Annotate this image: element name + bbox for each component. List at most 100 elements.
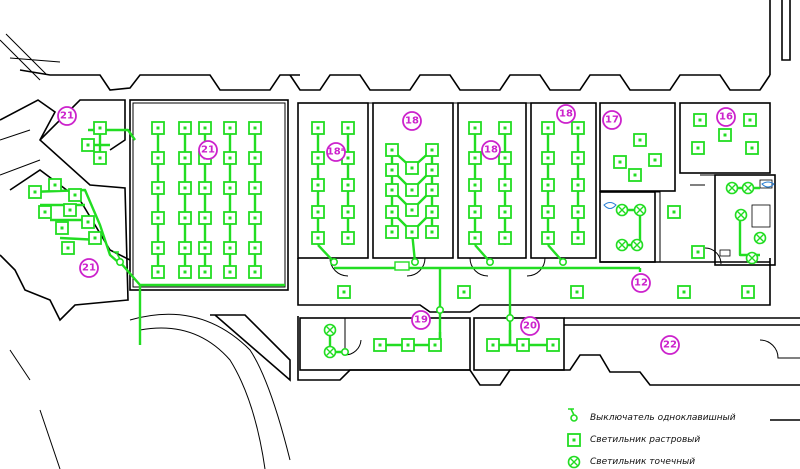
grid-lamp-symbol [311, 151, 325, 165]
spot-lamp-symbol [630, 238, 644, 252]
grid-lamp-symbol [405, 203, 419, 217]
grid-lamp-symbol [93, 121, 107, 135]
grid-lamp-symbol [546, 338, 560, 352]
legend-spot-lamp-item: Светильник точечный [567, 455, 695, 469]
spot-lamps [323, 181, 767, 359]
grid-lamp-symbol [311, 178, 325, 192]
grid-lamp-symbol [741, 285, 755, 299]
grid-lamp-symbol [385, 183, 399, 197]
grid-lamp-symbol [151, 151, 165, 165]
grid-lamp-symbol [341, 205, 355, 219]
grid-lamp-symbol [498, 178, 512, 192]
grid-lamp-symbol [541, 121, 555, 135]
room-tag-18: 18 [402, 111, 422, 131]
grid-lamp-symbol [633, 133, 647, 147]
grid-lamp-symbol [468, 178, 482, 192]
grid-lamp-symbol [498, 151, 512, 165]
grid-lamp-symbol [693, 113, 707, 127]
grid-lamp-symbol [28, 185, 42, 199]
grid-lamp-symbol [248, 241, 262, 255]
grid-lamp-symbol [401, 338, 415, 352]
plumbing-fixtures [603, 179, 775, 257]
room-tag-18a: 18ᵃ [326, 142, 346, 162]
room-tag-21: 21 [198, 140, 218, 160]
grid-lamp-symbol [311, 121, 325, 135]
grid-lamp-symbol [405, 183, 419, 197]
grid-lamp-symbol [498, 205, 512, 219]
grid-lamp-symbol [223, 241, 237, 255]
switch-symbol [558, 257, 567, 266]
grid-lamp-symbol [667, 205, 681, 219]
grid-lamp-symbol [38, 205, 52, 219]
room-tag-12: 12 [631, 273, 651, 293]
grid-lamp-symbol [48, 178, 62, 192]
grid-lamp-symbol [428, 338, 442, 352]
grid-lamp-symbol [541, 231, 555, 245]
room-tag-label: 19 [414, 315, 428, 326]
grid-lamp-symbol [341, 178, 355, 192]
grid-lamp-symbol [385, 225, 399, 239]
grid-lamp-symbol [198, 181, 212, 195]
grid-lamp-symbol [571, 205, 585, 219]
grid-lamp-symbol [571, 151, 585, 165]
grid-lamp-symbol [571, 121, 585, 135]
switch-symbol [505, 313, 514, 322]
grid-lamp-symbol [677, 285, 691, 299]
grid-lamp-symbol [341, 231, 355, 245]
room-tag-label: 16 [719, 112, 733, 123]
room-tag-label: 21 [82, 263, 96, 274]
legend: Выключатель одноклавишный Светильник рас… [567, 408, 736, 469]
grid-lamp-symbol [178, 151, 192, 165]
room-tag-16: 16 [716, 107, 736, 127]
spot-lamp-symbol [323, 323, 337, 337]
grid-lamp-symbol [425, 163, 439, 177]
spot-lamp-symbol [741, 181, 755, 195]
grid-lamp-symbol [178, 265, 192, 279]
grid-lamps [28, 113, 759, 352]
grid-lamp-symbol [198, 241, 212, 255]
grid-lamp-symbol [425, 225, 439, 239]
grid-lamp-symbol [498, 231, 512, 245]
grid-lamp-symbol [223, 211, 237, 225]
switch-symbol [113, 251, 125, 266]
grid-lamp-symbol [425, 183, 439, 197]
grid-lamp-symbol [198, 121, 212, 135]
switch-symbol [485, 257, 494, 266]
room-tag-label: 21 [201, 145, 215, 156]
grid-lamp-symbol [248, 211, 262, 225]
room-tags: 21 21 21 18ᵃ 18 18 18 17 [57, 104, 736, 355]
room-tag-18: 18 [481, 140, 501, 160]
room-tag-label: 17 [605, 115, 619, 126]
room-tag-17: 17 [602, 110, 622, 130]
spot-lamp-symbol [753, 231, 767, 245]
grid-lamp-symbol [55, 221, 69, 235]
switch-symbol [340, 347, 349, 356]
room-tag-label: 12 [634, 278, 648, 289]
grid-lamp-symbol [468, 121, 482, 135]
grid-lamp-symbol [541, 151, 555, 165]
grid-lamp-symbol [385, 163, 399, 177]
legend-grid-lamp-label: Светильник растровый [590, 435, 700, 445]
grid-lamp-symbol [88, 231, 102, 245]
grid-lamp-symbol [718, 128, 732, 142]
switches [113, 251, 567, 356]
grid-lamp-symbol [486, 338, 500, 352]
grid-lamp-symbol [468, 231, 482, 245]
grid-lamp-symbol [425, 205, 439, 219]
room-tag-label: 20 [523, 321, 537, 332]
room-tag-label: 18ᵃ [327, 147, 346, 158]
grid-lamp-symbol [151, 265, 165, 279]
grid-lamp-symbol [691, 245, 705, 259]
grid-lamp-symbol [425, 143, 439, 157]
grid-lamp-symbol [81, 215, 95, 229]
grid-lamp-icon [572, 438, 576, 442]
legend-switch-label: Выключатель одноклавишный [590, 413, 736, 423]
grid-lamp-symbol [691, 141, 705, 155]
room-tag-19: 19 [411, 310, 431, 330]
grid-lamp-symbol [93, 151, 107, 165]
grid-lamp-symbol [151, 211, 165, 225]
grid-lamp-symbol [341, 121, 355, 135]
grid-lamp-symbol [68, 188, 82, 202]
grid-lamp-symbol [63, 203, 77, 217]
